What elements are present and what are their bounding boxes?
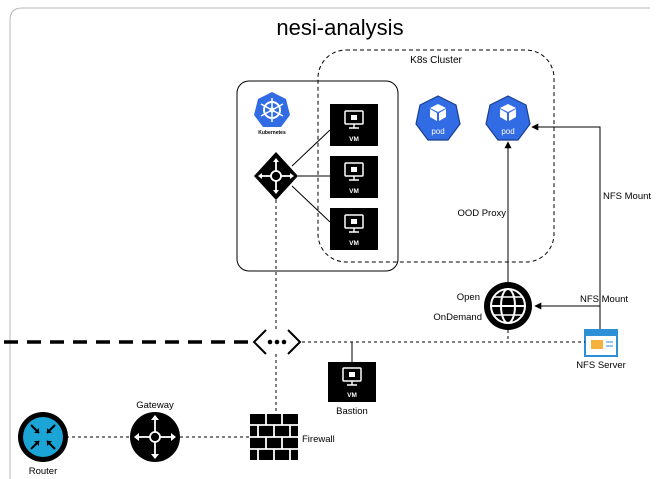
- outer-frame: [9, 7, 650, 479]
- monitor-icon: [344, 162, 364, 181]
- monitor-icon: [344, 214, 364, 233]
- nfs-server-icon: [584, 329, 618, 357]
- ondemand-label-line1: Open: [457, 292, 480, 303]
- nfs-server-label: NFS Server: [576, 360, 626, 371]
- cube-icon: [430, 104, 446, 121]
- network-switch-icon: [252, 329, 302, 355]
- ondemand-label-line2: OnDemand: [433, 312, 482, 323]
- vm-node-1: VM: [330, 104, 378, 146]
- kubernetes-logo-icon: [254, 92, 290, 127]
- monitor-icon: [342, 367, 362, 386]
- nfs-mount-vertical-label: NFS Mount: [603, 191, 651, 202]
- gateway-label: Gateway: [136, 400, 174, 411]
- cube-icon: [500, 104, 516, 121]
- bastion-vm-label: VM: [347, 392, 357, 399]
- pod-label: pod: [501, 127, 514, 136]
- edge-nfs-mount-pod: [531, 123, 601, 330]
- kubernetes-label: Kubernetes: [258, 130, 286, 136]
- edge-lb-vm1: [291, 129, 331, 167]
- edge-lb-vm3: [291, 185, 331, 223]
- k8s-cluster-boundary: [317, 49, 555, 263]
- vm-label: VM: [349, 188, 359, 195]
- bastion-vm-node: VM: [328, 362, 376, 402]
- gateway-icon: [130, 412, 180, 462]
- bastion-label: Bastion: [336, 406, 368, 417]
- router-icon: [18, 412, 68, 462]
- nfs-mount-horizontal-label: NFS Mount: [580, 294, 628, 305]
- ood-proxy-label: OOD Proxy: [457, 208, 506, 219]
- firewall-label: Firewall: [302, 434, 335, 445]
- vm-node-3: VM: [330, 208, 378, 250]
- pod-label: pod: [431, 127, 444, 136]
- firewall-icon: [250, 414, 298, 460]
- vm-label: VM: [349, 240, 359, 247]
- load-balancer-icon: [254, 152, 298, 200]
- kubernetes-group-box: [236, 80, 399, 272]
- vm-node-2: VM: [330, 156, 378, 198]
- diagram-title: nesi-analysis: [276, 15, 403, 40]
- monitor-icon: [344, 110, 364, 129]
- vm-label: VM: [349, 136, 359, 143]
- pod-node-2: pod: [485, 95, 531, 141]
- router-label: Router: [29, 466, 58, 477]
- globe-icon: [484, 282, 532, 330]
- k8s-cluster-label: K8s Cluster: [410, 55, 462, 66]
- pod-node-1: pod: [415, 95, 461, 141]
